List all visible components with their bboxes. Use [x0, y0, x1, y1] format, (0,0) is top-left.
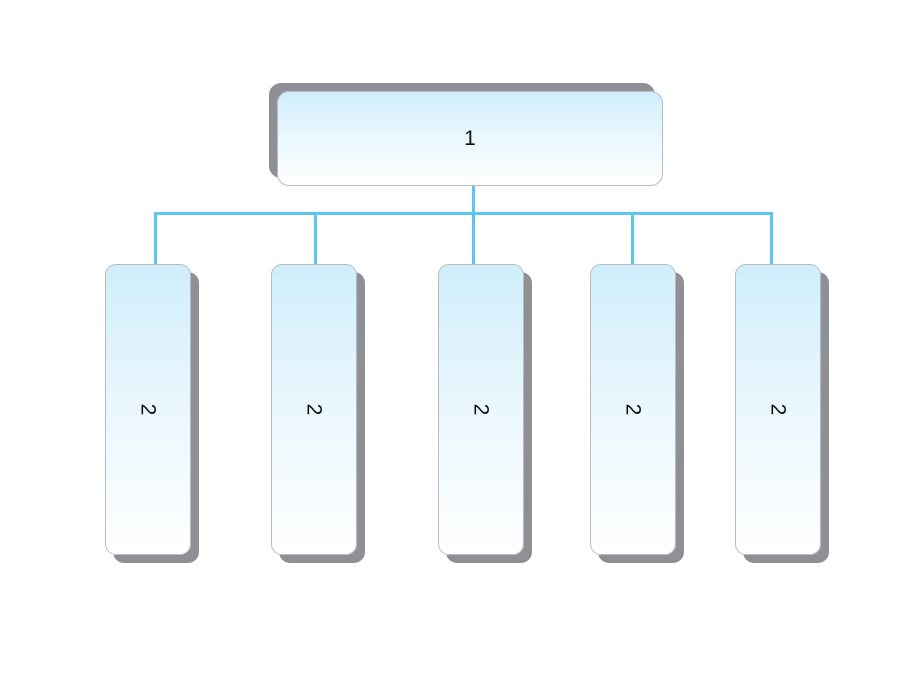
child-node: 2 — [590, 264, 676, 555]
child-node-label: 2 — [469, 403, 493, 416]
root-node-label: 1 — [464, 127, 476, 150]
root-node: 1 — [277, 91, 663, 186]
child-node: 2 — [271, 264, 357, 555]
child-node-label: 2 — [766, 403, 790, 416]
child-connector-line — [314, 212, 317, 268]
child-node: 2 — [438, 264, 524, 555]
child-connector-line — [770, 212, 773, 268]
root-connector-line — [472, 177, 475, 214]
child-connector-line — [472, 212, 475, 268]
child-node-label: 2 — [136, 403, 160, 416]
child-node: 2 — [105, 264, 191, 555]
child-connector-line — [154, 212, 157, 268]
child-node-label: 2 — [302, 403, 326, 416]
child-connector-line — [631, 212, 634, 268]
child-node-label: 2 — [621, 403, 645, 416]
child-node: 2 — [735, 264, 821, 555]
horizontal-connector-line — [154, 212, 773, 215]
